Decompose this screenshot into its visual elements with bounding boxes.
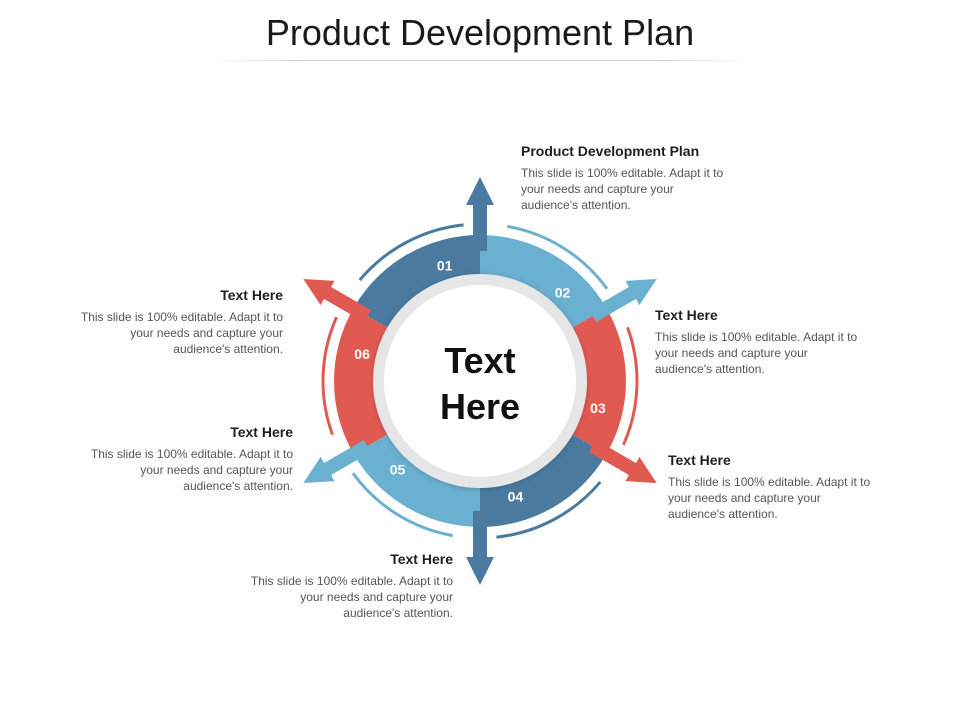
outer-arc-06 — [321, 316, 338, 436]
callout-text: This slide is 100% editable. Adapt it to… — [668, 475, 871, 521]
callout-text: This slide is 100% editable. Adapt it to… — [521, 166, 724, 212]
segment-05 — [353, 429, 480, 527]
segment-number-02: 02 — [555, 285, 571, 301]
callout-heading: Text Here — [230, 424, 293, 440]
segment-number-05: 05 — [390, 461, 406, 477]
arrow-02 — [589, 279, 657, 323]
callout-01: Product Development Plan This slide is 1… — [521, 143, 731, 213]
callout-05: Text Here This slide is 100% editable. A… — [83, 424, 293, 494]
callout-heading: Text Here — [668, 452, 731, 468]
segment-number-04: 04 — [508, 489, 524, 505]
callout-text: This slide is 100% editable. Adapt it to… — [90, 447, 293, 493]
callout-heading: Text Here — [390, 551, 453, 567]
callout-text: This slide is 100% editable. Adapt it to… — [250, 574, 453, 620]
callout-heading: Product Development Plan — [521, 143, 700, 159]
segment-02 — [480, 235, 607, 333]
title-divider — [200, 60, 760, 61]
center-disc — [384, 285, 576, 477]
arrow-01 — [466, 177, 494, 251]
callout-heading: Text Here — [220, 287, 283, 303]
segment-01 — [353, 235, 480, 333]
center-text: Text Here — [400, 338, 560, 430]
center-text-line-1: Text — [444, 340, 516, 381]
outer-arc-01 — [358, 223, 464, 282]
callout-text: This slide is 100% editable. Adapt it to… — [655, 330, 858, 376]
arrow-06 — [303, 279, 371, 323]
segment-number-03: 03 — [590, 400, 606, 416]
arrow-03 — [589, 439, 657, 483]
arrow-05 — [303, 439, 371, 483]
outer-arc-04 — [496, 480, 602, 539]
callout-04: Text Here This slide is 100% editable. A… — [243, 551, 453, 621]
arrow-04 — [466, 511, 494, 585]
outer-arc-02 — [507, 224, 609, 290]
center-text-line-2: Here — [439, 386, 521, 427]
callout-text: This slide is 100% editable. Adapt it to… — [80, 310, 283, 356]
outer-arc-03 — [622, 326, 639, 446]
callout-heading: Text Here — [655, 307, 718, 323]
segment-number-01: 01 — [437, 257, 453, 273]
outer-arc-05 — [351, 472, 453, 538]
segment-04 — [480, 429, 607, 527]
callout-02: Text Here This slide is 100% editable. A… — [655, 307, 865, 377]
segment-number-06: 06 — [354, 346, 370, 362]
slide-title: Product Development Plan — [265, 12, 695, 53]
callout-03: Text Here This slide is 100% editable. A… — [668, 452, 878, 522]
callout-06: Text Here This slide is 100% editable. A… — [73, 287, 283, 357]
